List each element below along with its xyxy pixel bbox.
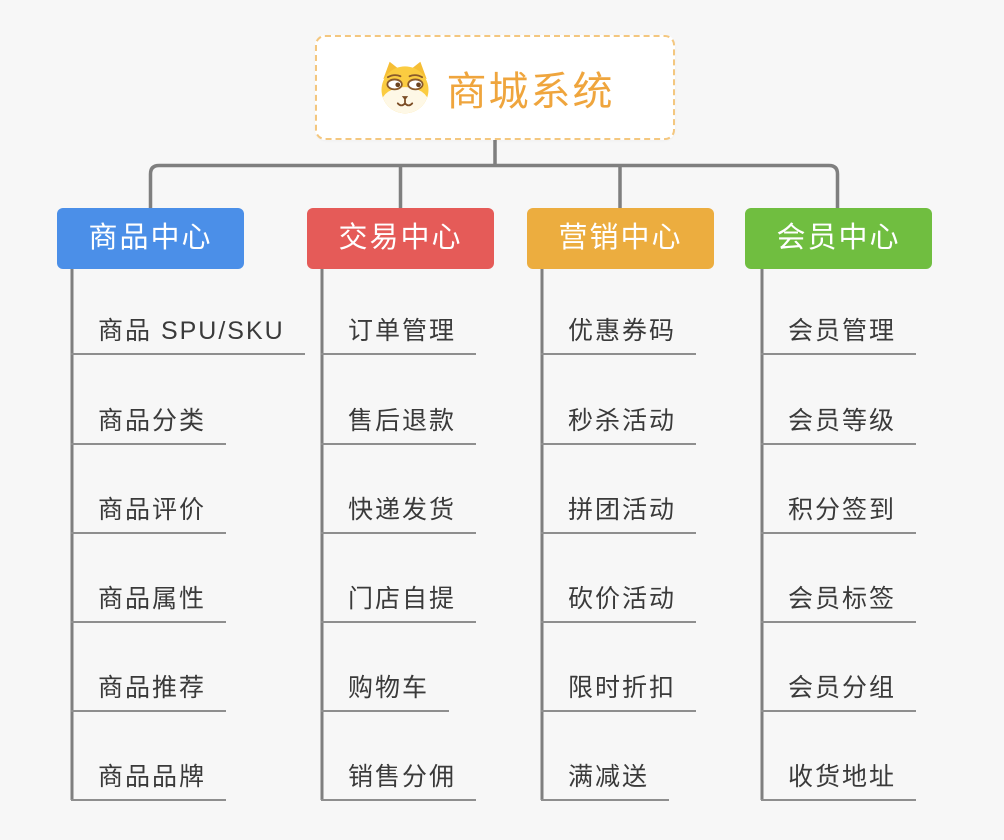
leaf-item[interactable]: 秒杀活动 bbox=[541, 405, 697, 445]
leaf-item[interactable]: 销售分佣 bbox=[321, 761, 477, 801]
root-title: 商城系统 bbox=[446, 69, 615, 114]
leaf-item[interactable]: 门店自提 bbox=[321, 583, 477, 623]
branch-node-marketing-center[interactable]: 营销中心 bbox=[527, 208, 714, 269]
leaf-item[interactable]: 订单管理 bbox=[321, 315, 477, 355]
leaf-item[interactable]: 优惠券码 bbox=[541, 315, 697, 355]
branch-node-member-center[interactable]: 会员中心 bbox=[745, 208, 932, 269]
leaf-item[interactable]: 商品品牌 bbox=[71, 761, 227, 801]
leaf-item[interactable]: 商品 SPU/SKU bbox=[71, 315, 305, 355]
leaf-item[interactable]: 商品推荐 bbox=[71, 672, 227, 712]
leaf-item[interactable]: 会员管理 bbox=[761, 315, 917, 355]
shiba-dog-icon bbox=[376, 60, 434, 116]
leaf-item[interactable]: 积分签到 bbox=[761, 494, 917, 534]
leaf-item[interactable]: 售后退款 bbox=[321, 405, 477, 445]
leaf-item[interactable]: 收货地址 bbox=[761, 761, 917, 801]
root-node[interactable]: 商城系统 bbox=[315, 35, 675, 140]
leaf-item[interactable]: 会员分组 bbox=[761, 672, 917, 712]
leaf-item[interactable]: 商品分类 bbox=[71, 405, 227, 445]
branch-node-product-center[interactable]: 商品中心 bbox=[57, 208, 244, 269]
leaf-item[interactable]: 满减送 bbox=[541, 761, 670, 801]
leaf-item[interactable]: 商品评价 bbox=[71, 494, 227, 534]
leaf-item[interactable]: 商品属性 bbox=[71, 583, 227, 623]
leaf-item[interactable]: 会员标签 bbox=[761, 583, 917, 623]
leaf-item[interactable]: 购物车 bbox=[321, 672, 450, 712]
leaf-item[interactable]: 砍价活动 bbox=[541, 583, 697, 623]
branch-node-trade-center[interactable]: 交易中心 bbox=[307, 208, 494, 269]
leaf-item[interactable]: 会员等级 bbox=[761, 405, 917, 445]
leaf-item[interactable]: 限时折扣 bbox=[541, 672, 697, 712]
leaf-item[interactable]: 快递发货 bbox=[321, 494, 477, 534]
leaf-item[interactable]: 拼团活动 bbox=[541, 494, 697, 534]
